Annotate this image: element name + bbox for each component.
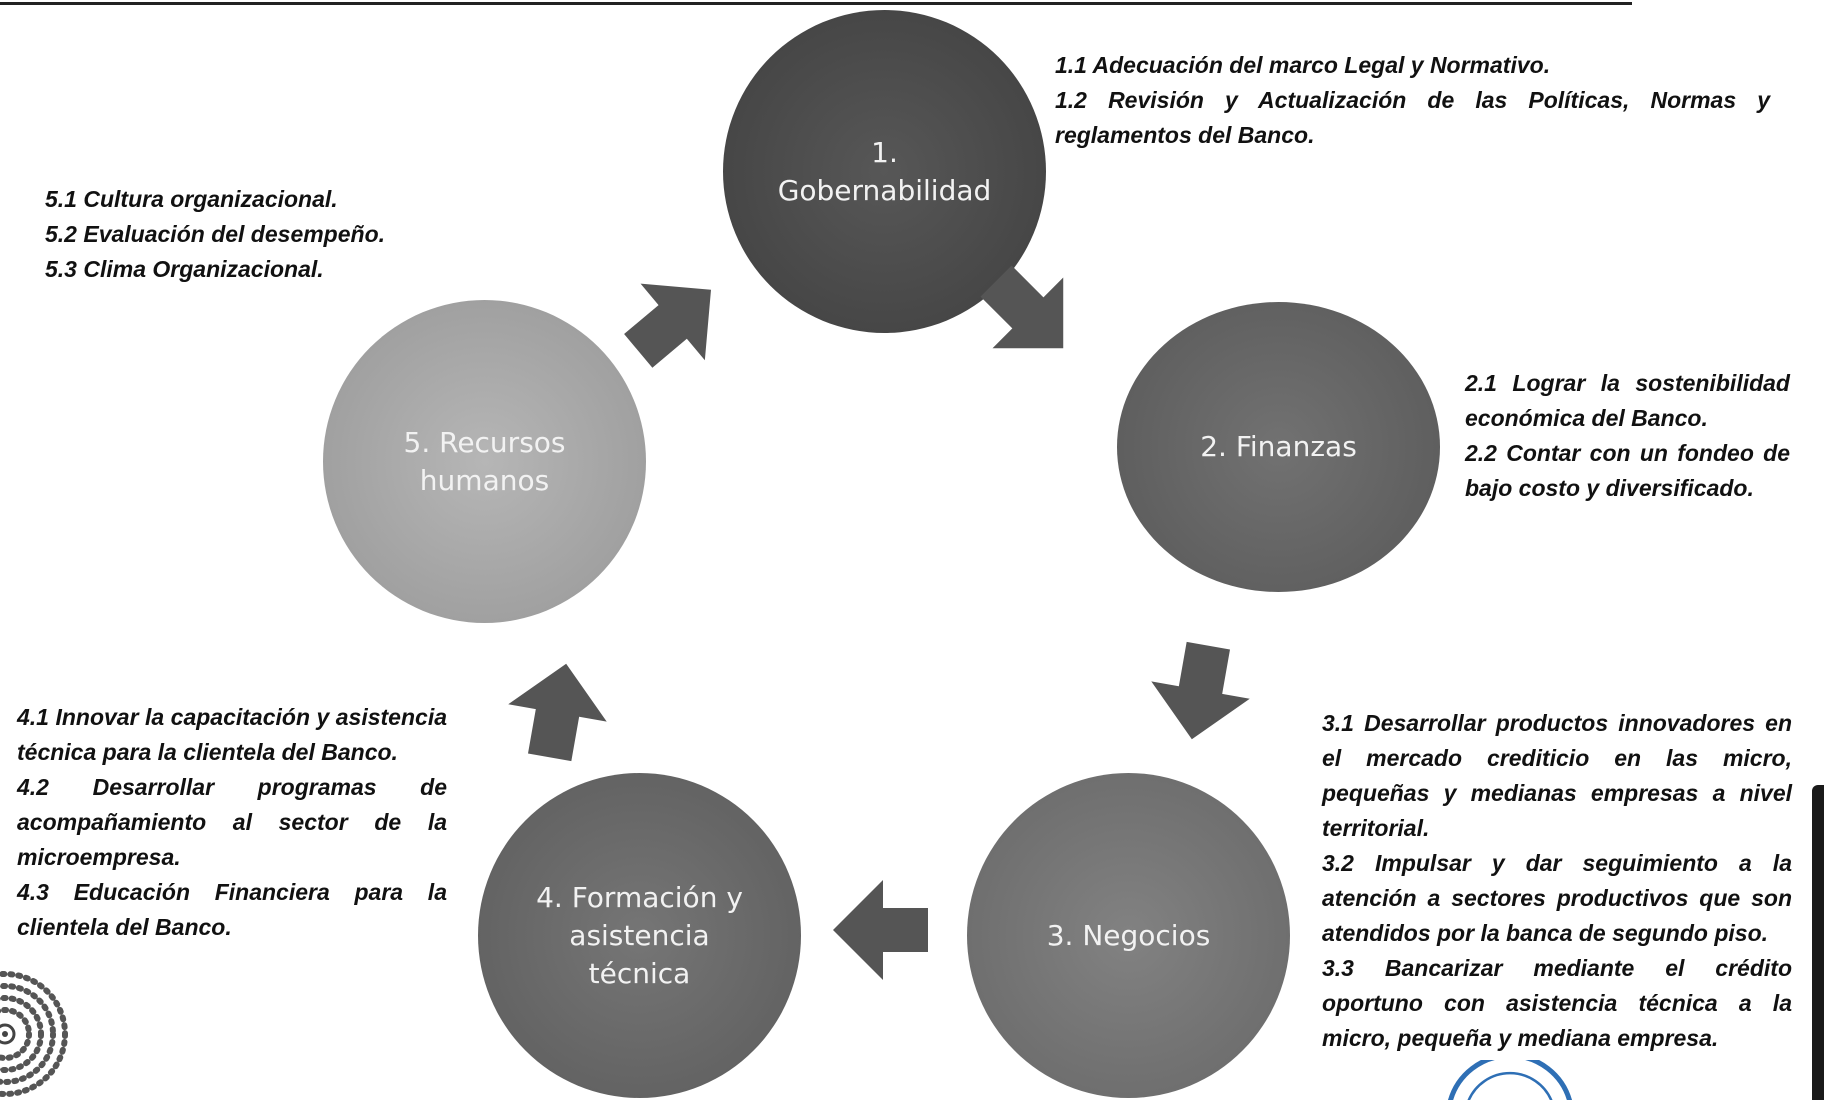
note-1-2: 1.2 Revisión y Actualización de las Polí…: [1055, 87, 1770, 148]
node-formacion-label: 4. Formación y asistencia técnica: [536, 880, 743, 990]
note-5-3: 5.3 Clima Organizacional.: [45, 256, 324, 282]
note-3-1: 3.1 Desarrollar productos innovadores en…: [1322, 710, 1792, 841]
note-4-1: 4.1 Innovar la capacitación y asistencia…: [17, 704, 447, 765]
note-2-2: 2.2 Contar con un fondeo de bajo costo y…: [1465, 440, 1790, 501]
arrow-finanzas-to-negocios: [1151, 641, 1250, 740]
node-finanzas-label: 2. Finanzas: [1200, 430, 1357, 463]
arrow-group: [508, 265, 1250, 980]
note-4-3: 4.3 Educación Financiera para la cliente…: [17, 879, 447, 940]
arrow-gobernabilidad-to-finanzas: [980, 265, 1064, 349]
note-2-1: 2.1 Lograr la sostenibilidad económica d…: [1465, 370, 1790, 431]
notes-finanzas: 2.1 Lograr la sostenibilidad económica d…: [1465, 366, 1790, 506]
node-negocios: 3. Negocios: [967, 773, 1290, 1098]
node-negocios-label: 3. Negocios: [1046, 918, 1211, 952]
node-recursos-humanos: 5. Recursos humanos: [323, 300, 646, 623]
notes-recursos-humanos: 5.1 Cultura organizacional. 5.2 Evaluaci…: [45, 182, 465, 287]
blue-stamp-icon: [1448, 1060, 1572, 1100]
edge-bar: [1812, 785, 1824, 1100]
note-4-2: 4.2 Desarrollar programas de acompañamie…: [17, 774, 447, 870]
notes-negocios: 3.1 Desarrollar productos innovadores en…: [1322, 706, 1792, 1056]
notes-formacion: 4.1 Innovar la capacitación y asistencia…: [17, 700, 447, 945]
node-formacion: 4. Formación y asistencia técnica: [478, 773, 801, 1098]
note-5-1: 5.1 Cultura organizacional.: [45, 186, 338, 212]
node-gobernabilidad-label: 1. Gobernabilidad: [777, 135, 992, 207]
notes-gobernabilidad: 1.1 Adecuación del marco Legal y Normati…: [1055, 48, 1770, 153]
top-rule: [0, 2, 1632, 5]
dotted-seal-icon: [0, 971, 68, 1097]
note-3-3: 3.3 Bancarizar mediante el crédito oport…: [1322, 955, 1792, 1051]
note-1-1: 1.1 Adecuación del marco Legal y Normati…: [1055, 52, 1551, 78]
arrow-negocios-to-formacion: [833, 880, 928, 980]
note-3-2: 3.2 Impulsar y dar seguimiento a la aten…: [1322, 850, 1792, 946]
node-recursos-humanos-label: 5. Recursos humanos: [403, 425, 566, 497]
arrow-recursos-to-gobernabilidad: [624, 283, 712, 368]
node-finanzas: 2. Finanzas: [1117, 302, 1440, 592]
arrow-formacion-to-recursos: [508, 663, 607, 762]
note-5-2: 5.2 Evaluación del desempeño.: [45, 221, 386, 247]
node-gobernabilidad: 1. Gobernabilidad: [723, 10, 1046, 333]
